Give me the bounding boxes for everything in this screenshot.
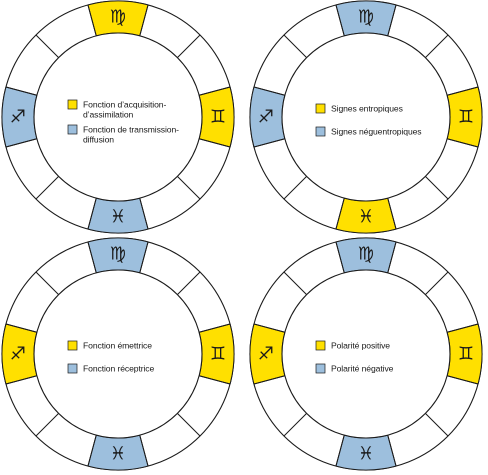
sector-divider [199, 375, 231, 385]
sector-divider [335, 198, 345, 230]
legend-swatch-blue [315, 363, 326, 374]
sector-divider [139, 198, 149, 230]
inner-circle [281, 269, 451, 439]
sector-divider [335, 435, 345, 467]
legend: Fonction d’acquisition-d’assimilationFon… [67, 99, 179, 145]
sector-divider [5, 323, 37, 333]
sector-divider [87, 241, 97, 273]
sector-divider [253, 138, 285, 148]
sector-divider [283, 413, 307, 437]
pisces-icon: ♓ [110, 444, 126, 465]
virgo-icon: ♍ [110, 7, 126, 28]
legend-label: Signes néguentropiques [331, 127, 422, 137]
sector-divider [335, 241, 345, 273]
sector-divider [447, 86, 479, 96]
legend-label: Signes entropiques [331, 104, 403, 114]
sector-divider [5, 86, 37, 96]
virgo-icon: ♍ [358, 244, 374, 265]
legend-swatch-blue [67, 124, 78, 135]
legend-label: Polarité négative [331, 364, 394, 374]
wheel-acquisition-transmission: ♍ ♊ ♓ ♐ Fonction d’acquisition-d’assimilatio… [1, 0, 235, 234]
legend-label: diffusion [83, 135, 114, 145]
sector-divider [199, 323, 231, 333]
legend-label: Fonction réceptrice [83, 364, 155, 374]
sector-divider [425, 271, 449, 295]
sector-divider [387, 198, 397, 230]
sector-divider [87, 198, 97, 230]
sector-divider [387, 435, 397, 467]
legend-label: Fonction de transmission- [83, 125, 179, 135]
sector-divider [199, 86, 231, 96]
gemini-icon: ♊ [458, 344, 474, 365]
sector-divider [335, 4, 345, 36]
legend-label: Polarité positive [331, 341, 390, 351]
legend-swatch-blue [67, 363, 78, 374]
inner-circle [33, 32, 203, 202]
sector-divider [447, 323, 479, 333]
sector-divider [447, 375, 479, 385]
sector-divider [5, 375, 37, 385]
sagittarius-icon: ♐ [10, 344, 26, 365]
gemini-icon: ♊ [210, 344, 226, 365]
pisces-icon: ♓ [358, 444, 374, 465]
sector-divider [87, 435, 97, 467]
sector-divider [253, 375, 285, 385]
sagittarius-icon: ♐ [258, 107, 274, 128]
sector-divider [253, 323, 285, 333]
sector-divider [177, 34, 201, 58]
sector-divider [177, 271, 201, 295]
sagittarius-icon: ♐ [10, 107, 26, 128]
inner-circle [33, 269, 203, 439]
gemini-icon: ♊ [458, 107, 474, 128]
virgo-icon: ♍ [110, 244, 126, 265]
sector-divider [425, 413, 449, 437]
legend-swatch-blue [315, 126, 326, 137]
pisces-icon: ♓ [110, 207, 126, 228]
sector-divider [5, 138, 37, 148]
sector-divider [139, 435, 149, 467]
sector-divider [283, 176, 307, 200]
sector-divider [35, 271, 59, 295]
sector-divider [253, 86, 285, 96]
legend-label: Fonction d’acquisition- [83, 100, 166, 110]
legend-swatch-yellow [315, 340, 326, 351]
sector-divider [387, 4, 397, 36]
sector-divider [177, 413, 201, 437]
inner-circle [281, 32, 451, 202]
sector-divider [139, 4, 149, 36]
pisces-icon: ♓ [358, 207, 374, 228]
sector-divider [283, 34, 307, 58]
sector-divider [283, 271, 307, 295]
sector-divider [387, 241, 397, 273]
sagittarius-icon: ♐ [258, 344, 274, 365]
legend-label: Fonction émettrice [83, 341, 152, 351]
sector-divider [35, 176, 59, 200]
legend-swatch-yellow [315, 103, 326, 114]
sector-divider [425, 34, 449, 58]
sector-divider [35, 413, 59, 437]
legend-swatch-yellow [67, 340, 78, 351]
sector-divider [447, 138, 479, 148]
gemini-icon: ♊ [210, 107, 226, 128]
sector-divider [199, 138, 231, 148]
virgo-icon: ♍ [358, 7, 374, 28]
legend-label: d’assimilation [83, 110, 134, 120]
sector-divider [177, 176, 201, 200]
sector-divider [87, 4, 97, 36]
sector-divider [425, 176, 449, 200]
legend-swatch-yellow [67, 99, 78, 110]
sector-divider [139, 241, 149, 273]
sector-divider [35, 34, 59, 58]
